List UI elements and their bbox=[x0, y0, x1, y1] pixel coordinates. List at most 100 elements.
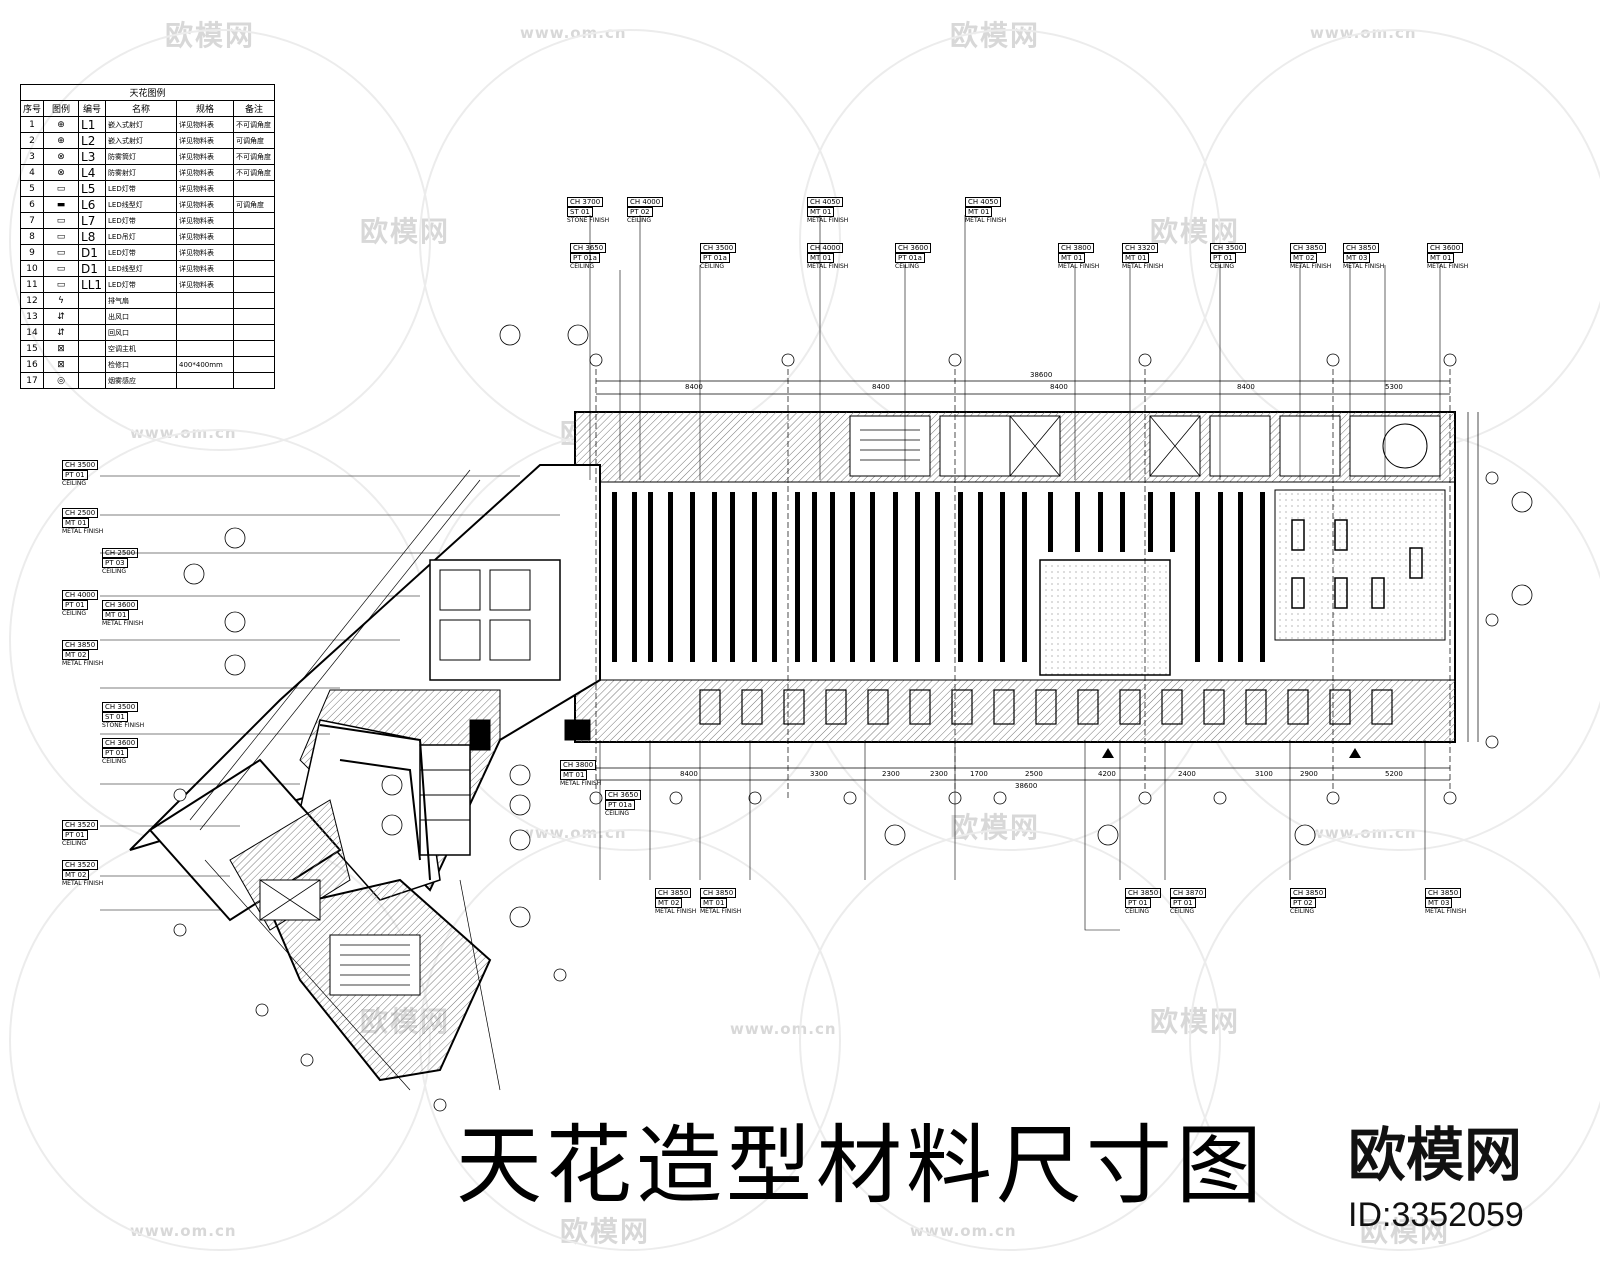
legend-symbol-icon: ϟ bbox=[43, 292, 80, 309]
tag-ceiling-height: CH 3600 bbox=[102, 738, 139, 748]
legend-code: LL1 bbox=[78, 276, 107, 293]
legend-symbol-icon: ▬ bbox=[43, 196, 80, 213]
legend-note: 可调角度 bbox=[233, 196, 276, 213]
legend-note: 不可调角度 bbox=[233, 164, 276, 181]
legend-name: 排气扇 bbox=[105, 292, 178, 309]
legend-number: 11 bbox=[19, 276, 45, 293]
legend-spec: 详见物料表 bbox=[176, 164, 235, 181]
legend-name: LED吊灯 bbox=[105, 228, 178, 245]
ceiling-slat bbox=[893, 492, 898, 662]
tag-caption: METAL FINISH bbox=[1425, 908, 1467, 915]
tag-ceiling-height: CH 3600 bbox=[1427, 243, 1464, 253]
legend-spec: 详见物料表 bbox=[176, 228, 235, 245]
tag-material-code: PT 01 bbox=[62, 470, 88, 480]
legend-row: 17◎烟雾感应 bbox=[19, 372, 276, 389]
dimension-lines bbox=[189, 360, 1479, 1091]
legend-note bbox=[233, 308, 276, 325]
legend-number: 3 bbox=[19, 148, 45, 165]
tag-caption: CEILING bbox=[62, 610, 86, 617]
tag-caption: CEILING bbox=[1170, 908, 1194, 915]
legend-row: 14⇵回风口 bbox=[19, 324, 276, 341]
entrance-markers bbox=[1102, 748, 1361, 758]
ceiling-slat bbox=[958, 492, 963, 662]
legend-number: 2 bbox=[19, 132, 45, 149]
tag-ceiling-height: CH 2500 bbox=[102, 548, 139, 558]
ceiling-slat bbox=[772, 492, 777, 662]
legend-symbol-icon: ◎ bbox=[43, 372, 80, 389]
corridor-fixture bbox=[783, 689, 805, 725]
dimension-label: 1700 bbox=[970, 770, 988, 778]
corridor-fixture bbox=[1371, 689, 1393, 725]
dimension-label: 5300 bbox=[1385, 383, 1403, 391]
legend-number: 10 bbox=[19, 260, 45, 277]
tag-ceiling-height: CH 3600 bbox=[895, 243, 932, 253]
legend-symbol-icon: ▭ bbox=[43, 212, 80, 229]
tag-material-code: PT 01a bbox=[605, 800, 635, 810]
tag-caption: CEILING bbox=[62, 480, 86, 487]
tag-caption: CEILING bbox=[102, 568, 126, 575]
dimension-label: 4200 bbox=[1098, 770, 1116, 778]
tag-ceiling-height: CH 3650 bbox=[605, 790, 642, 800]
tag-caption: METAL FINISH bbox=[62, 660, 104, 667]
dimension-label: 8400 bbox=[685, 383, 703, 391]
ceiling-slat bbox=[612, 492, 617, 662]
corridor-fixture bbox=[867, 689, 889, 725]
legend-spec: 详见物料表 bbox=[176, 132, 235, 149]
legend-number: 1 bbox=[19, 116, 45, 133]
corridor-fixture bbox=[825, 689, 847, 725]
corridor-fixture bbox=[1203, 689, 1225, 725]
legend-note: 不可调角度 bbox=[233, 116, 276, 133]
dimension-label: 2300 bbox=[882, 770, 900, 778]
tag-ceiling-height: CH 3500 bbox=[102, 702, 139, 712]
dimension-label: 38600 bbox=[1030, 371, 1053, 379]
grid-bubbles bbox=[173, 324, 1533, 1112]
ceiling-slat bbox=[830, 492, 835, 662]
legend-name: 检修口 bbox=[105, 356, 178, 373]
tag-caption: CEILING bbox=[62, 840, 86, 847]
tag-ceiling-height: CH 4050 bbox=[807, 197, 844, 207]
legend-symbol-icon: ▭ bbox=[43, 276, 80, 293]
tag-material-code: MT 01 bbox=[807, 207, 835, 217]
tag-caption: METAL FINISH bbox=[655, 908, 697, 915]
legend-header: 序号 bbox=[19, 100, 45, 117]
legend-spec bbox=[176, 308, 235, 325]
tag-ceiling-height: CH 4000 bbox=[62, 590, 99, 600]
legend-spec: 400*400mm bbox=[176, 356, 235, 373]
tag-material-code: PT 01 bbox=[1125, 898, 1151, 908]
legend-code: L3 bbox=[78, 148, 107, 165]
legend-symbol-icon: ⊗ bbox=[43, 148, 80, 165]
corridor-fixture bbox=[1035, 689, 1057, 725]
legend-code bbox=[78, 372, 107, 389]
legend-name: 防雾筒灯 bbox=[105, 148, 178, 165]
legend-row: 13⇵出风口 bbox=[19, 308, 276, 325]
legend-code: L8 bbox=[78, 228, 107, 245]
ceiling-slat bbox=[712, 492, 717, 662]
dimension-label: 8400 bbox=[1050, 383, 1068, 391]
legend-code: L1 bbox=[78, 116, 107, 133]
tag-ceiling-height: CH 3850 bbox=[1425, 888, 1462, 898]
corridor-fixture bbox=[1119, 689, 1141, 725]
corridor-fixtures bbox=[699, 689, 1393, 725]
tag-material-code: PT 01 bbox=[62, 830, 88, 840]
legend-note: 可调角度 bbox=[233, 132, 276, 149]
legend-code: L4 bbox=[78, 164, 107, 181]
legend-code bbox=[78, 324, 107, 341]
tag-ceiling-height: CH 3800 bbox=[560, 760, 597, 770]
corridor-fixture bbox=[1077, 689, 1099, 725]
tag-material-code: PT 01 bbox=[62, 600, 88, 610]
tag-caption: METAL FINISH bbox=[102, 620, 144, 627]
dimension-label: 8400 bbox=[1237, 383, 1255, 391]
tag-ceiling-height: CH 4000 bbox=[807, 243, 844, 253]
tag-material-code: MT 02 bbox=[1290, 253, 1318, 263]
tag-material-code: PT 01a bbox=[700, 253, 730, 263]
